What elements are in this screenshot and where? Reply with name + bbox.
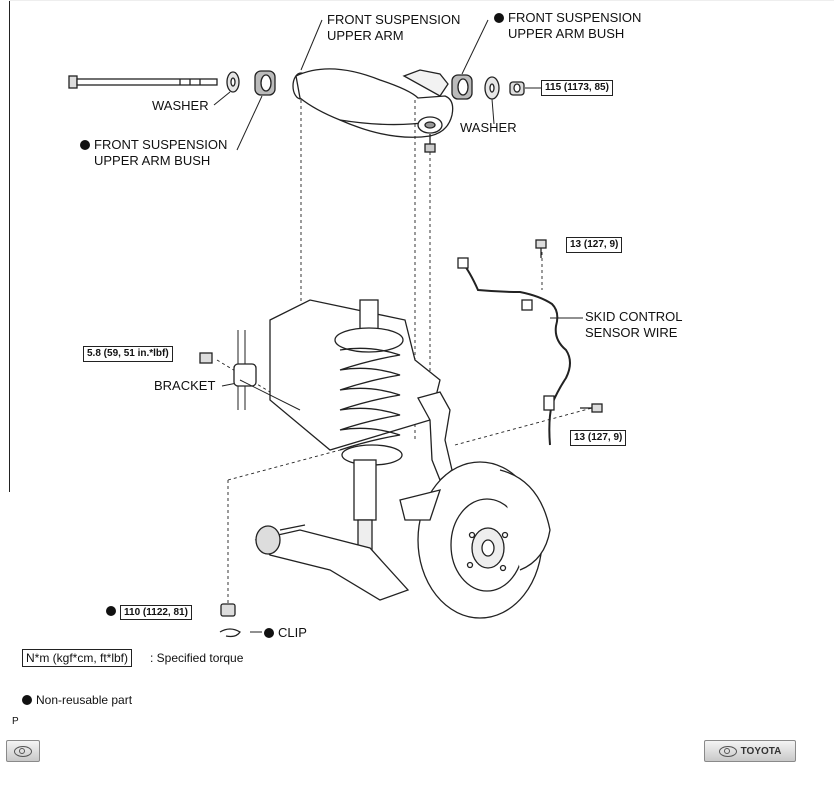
legend-torque-box: N*m (kgf*cm, ft*lbf) [22,649,133,667]
upper-arm-label: FRONT SUSPENSION UPPER ARM [327,12,461,43]
upper-arm-bush-right-part [451,74,473,100]
torque-bracket-bolt: 5.8 (59, 51 in.*lbf) [83,346,173,362]
torque-sensor-top: 13 (127, 9) [566,237,623,253]
clip-part [219,628,241,638]
toyota-emblem-icon [718,745,737,757]
brake-disc-part [399,461,551,619]
frame-left-border [9,0,10,492]
legend-torque-desc: : Specified torque [150,651,244,665]
steering-knuckle-part [417,391,453,482]
washer-right-label: WASHER [460,120,517,135]
upper-arm-bush-left-label: FRONT SUSPENSION UPPER ARM BUSH [80,137,227,169]
lower-nut-part [220,603,236,617]
page-marker: P [12,716,19,727]
non-reusable-dot-icon [22,695,32,705]
non-reusable-dot-icon [80,140,90,150]
washer-left-label: WASHER [152,98,209,113]
legend-non-reusable: Non-reusable part [22,692,132,708]
non-reusable-dot-icon [264,628,274,638]
frame-top-border [9,0,834,1]
bracket-part [199,330,257,410]
toyota-home-button[interactable] [6,740,40,762]
torque-lower-nut: 110 (1122, 81) [120,605,192,620]
upper-arm-nut-part [509,81,525,96]
bracket-label: BRACKET [154,378,216,393]
upper-arm-bush-right-label: FRONT SUSPENSION UPPER ARM BUSH [494,10,641,42]
non-reusable-dot-icon [494,13,504,23]
frame-part [269,299,441,451]
skid-control-sensor-wire-part [457,239,603,446]
clip-label: CLIP [264,625,307,641]
front-suspension-upper-arm-part [292,68,454,153]
torque-upper-arm-nut: 115 (1173, 85) [541,80,613,96]
upper-arm-bush-left-part [254,70,276,96]
skid-control-label: SKID CONTROL SENSOR WIRE [585,309,683,340]
lower-arm-part [254,524,410,601]
toyota-emblem-icon [14,745,32,757]
upper-arm-bolt [68,75,218,89]
toyota-brand-button[interactable]: TOYOTA [704,740,796,762]
torque-sensor-lower: 13 (127, 9) [570,430,627,446]
lower-nut-label: 110 (1122, 81) [106,603,192,620]
non-reusable-dot-icon [106,606,116,616]
coil-spring-shock-part [334,299,404,551]
